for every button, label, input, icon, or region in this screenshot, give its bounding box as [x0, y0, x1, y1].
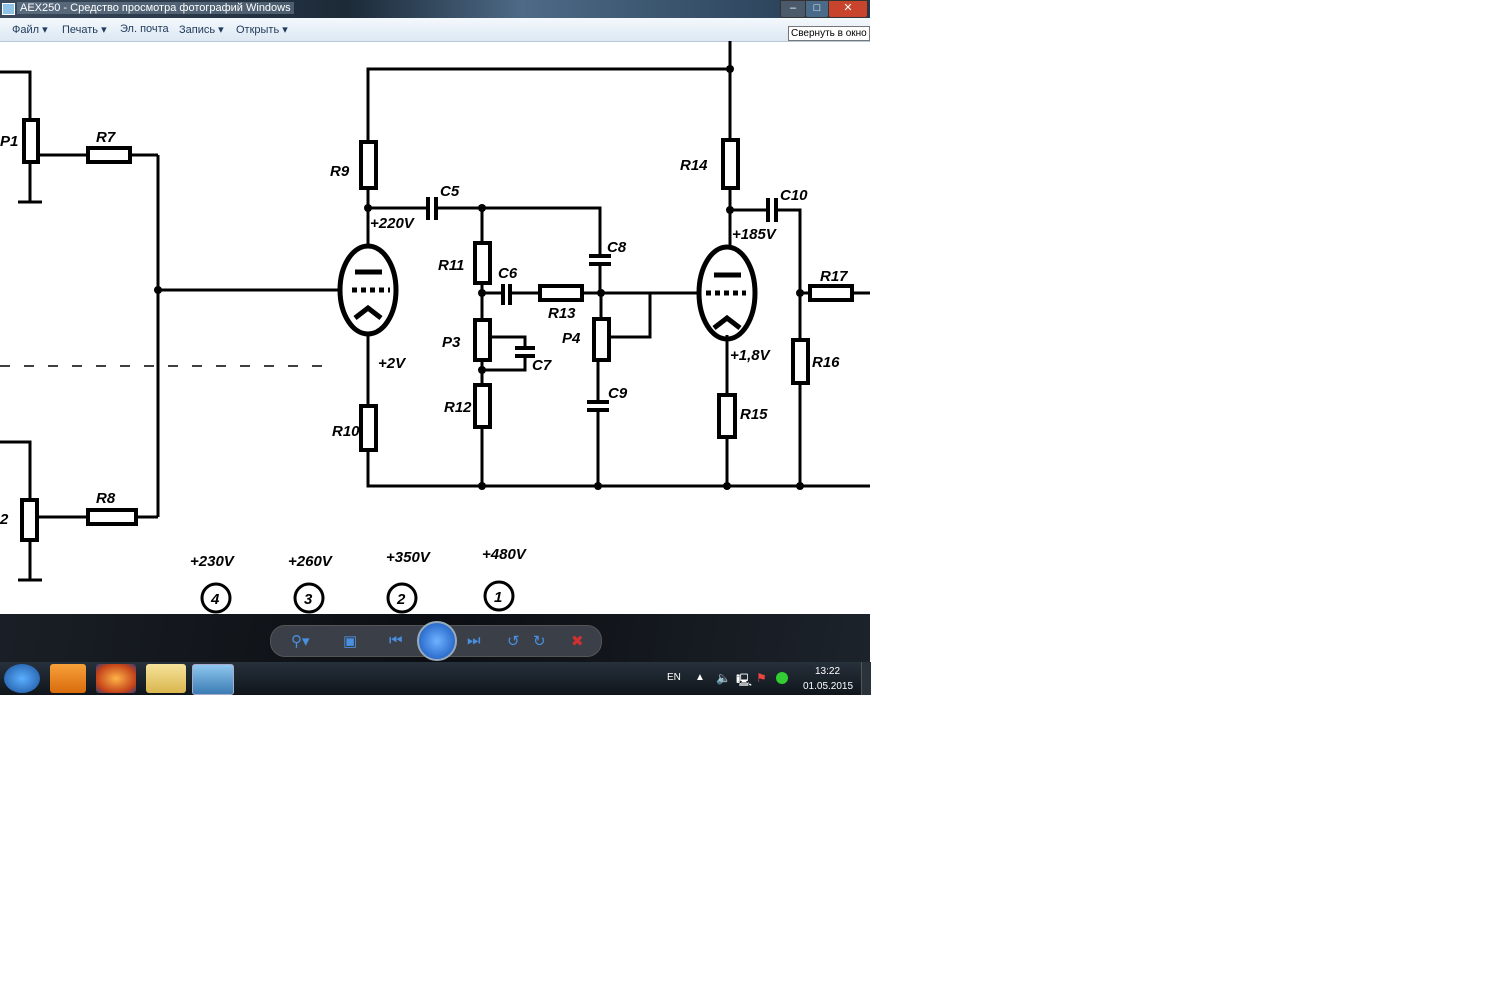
explorer-icon[interactable]	[146, 664, 186, 693]
close-button[interactable]: ✕	[828, 0, 868, 18]
clock-time[interactable]: 13:22	[815, 666, 841, 677]
label-c5: C5	[440, 183, 460, 200]
tooltip: Свернуть в окно	[788, 26, 870, 41]
schematic-image: P1 R7 R9 C5 +220V R11 C6 C8 R13 P3 P4 C7…	[0, 41, 870, 614]
slideshow-button[interactable]	[417, 621, 457, 661]
zoom-icon[interactable]: ⚲▾	[291, 633, 310, 650]
capacitors	[426, 197, 778, 412]
language-indicator[interactable]: EN	[667, 672, 681, 683]
label-v220: +220V	[370, 215, 416, 232]
svg-text:+350V: +350V	[386, 549, 432, 566]
label-p1: P1	[0, 133, 18, 150]
label-r12: R12	[444, 399, 472, 416]
previous-icon[interactable]: ⏮	[389, 632, 403, 649]
supply-1: +480V 1	[482, 546, 528, 612]
svg-text:+480V: +480V	[482, 546, 528, 563]
label-c7: C7	[532, 357, 552, 374]
maximize-button[interactable]: □	[805, 0, 829, 18]
show-hidden-icons[interactable]: ▲	[695, 672, 705, 683]
window-title: AEX250 - Средство просмотра фотографий W…	[17, 2, 294, 14]
photo-viewer-taskbar-icon[interactable]	[192, 664, 234, 695]
delete-icon[interactable]: ✖	[571, 633, 584, 650]
svg-text:+260V: +260V	[288, 553, 334, 570]
label-r13: R13	[548, 305, 576, 322]
svg-text:+230V: +230V	[190, 553, 236, 570]
svg-text:1: 1	[494, 589, 502, 606]
label-r8: R8	[96, 490, 116, 507]
firefox-icon[interactable]	[96, 664, 136, 693]
menu-email[interactable]: Эл. почта	[120, 23, 169, 35]
label-v2: +2V	[378, 355, 407, 372]
label-p3: P3	[442, 334, 461, 351]
app-icon	[2, 3, 15, 15]
clock-date[interactable]: 01.05.2015	[803, 681, 854, 692]
label-r9: R9	[330, 163, 350, 180]
actual-size-icon[interactable]: ▣	[343, 633, 358, 650]
menu-burn[interactable]: Запись ▾	[179, 24, 224, 36]
label-v185: +185V	[732, 226, 778, 243]
label-r7: R7	[96, 129, 116, 146]
label-r15: R15	[740, 406, 768, 423]
menu-bar: Файл ▾ Печать ▾ Эл. почта Запись ▾ Откры…	[0, 18, 870, 42]
label-r16: R16	[812, 354, 840, 371]
label-v18: +1,8V	[730, 347, 772, 364]
wires	[0, 41, 870, 582]
taskbar: EN ▲ 🔈 🖳 ⚑ 13:22 01.05.2015	[0, 662, 871, 695]
rotate-right-icon[interactable]: ↻	[533, 633, 546, 650]
svg-text:3: 3	[304, 591, 313, 608]
label-c9: C9	[608, 385, 628, 402]
status-green-icon[interactable]	[776, 672, 788, 684]
menu-open[interactable]: Открыть ▾	[236, 24, 288, 36]
action-center-flag-icon[interactable]: ⚑	[756, 671, 767, 685]
minimize-button[interactable]: –	[780, 0, 806, 18]
viewer-controls: ⚲▾ ▣ ⏮ ⏭ ↺ ↻ ✖	[0, 614, 870, 662]
volume-icon[interactable]: 🔈	[716, 671, 731, 685]
label-r11: R11	[438, 257, 464, 274]
label-r10: R10	[332, 423, 360, 440]
label-r17: R17	[820, 268, 848, 285]
tubes	[337, 243, 758, 342]
label-c8: C8	[607, 239, 627, 256]
network-icon[interactable]: 🖳	[736, 673, 753, 687]
label-p4: P4	[562, 330, 581, 347]
label-c10: C10	[780, 187, 808, 204]
rotate-left-icon[interactable]: ↺	[507, 633, 520, 650]
menu-print[interactable]: Печать ▾	[62, 24, 107, 36]
show-desktop-button[interactable]	[861, 662, 871, 695]
label-p2: 2	[0, 511, 9, 528]
supply-2: +350V 2	[386, 549, 432, 614]
media-player-icon[interactable]	[50, 664, 86, 693]
svg-text:2: 2	[396, 591, 406, 608]
supply-4: +230V 4	[190, 553, 236, 614]
resistors	[20, 118, 854, 542]
supply-3: +260V 3	[288, 553, 334, 614]
label-r14: R14	[680, 157, 708, 174]
photo-viewer-window: AEX250 - Средство просмотра фотографий W…	[0, 0, 871, 695]
start-button[interactable]	[4, 664, 40, 693]
next-icon[interactable]: ⏭	[467, 632, 481, 649]
label-c6: C6	[498, 265, 518, 282]
svg-text:4: 4	[210, 591, 220, 608]
title-bar: AEX250 - Средство просмотра фотографий W…	[0, 0, 870, 18]
menu-file[interactable]: Файл ▾	[12, 24, 48, 36]
junctions	[154, 65, 804, 490]
